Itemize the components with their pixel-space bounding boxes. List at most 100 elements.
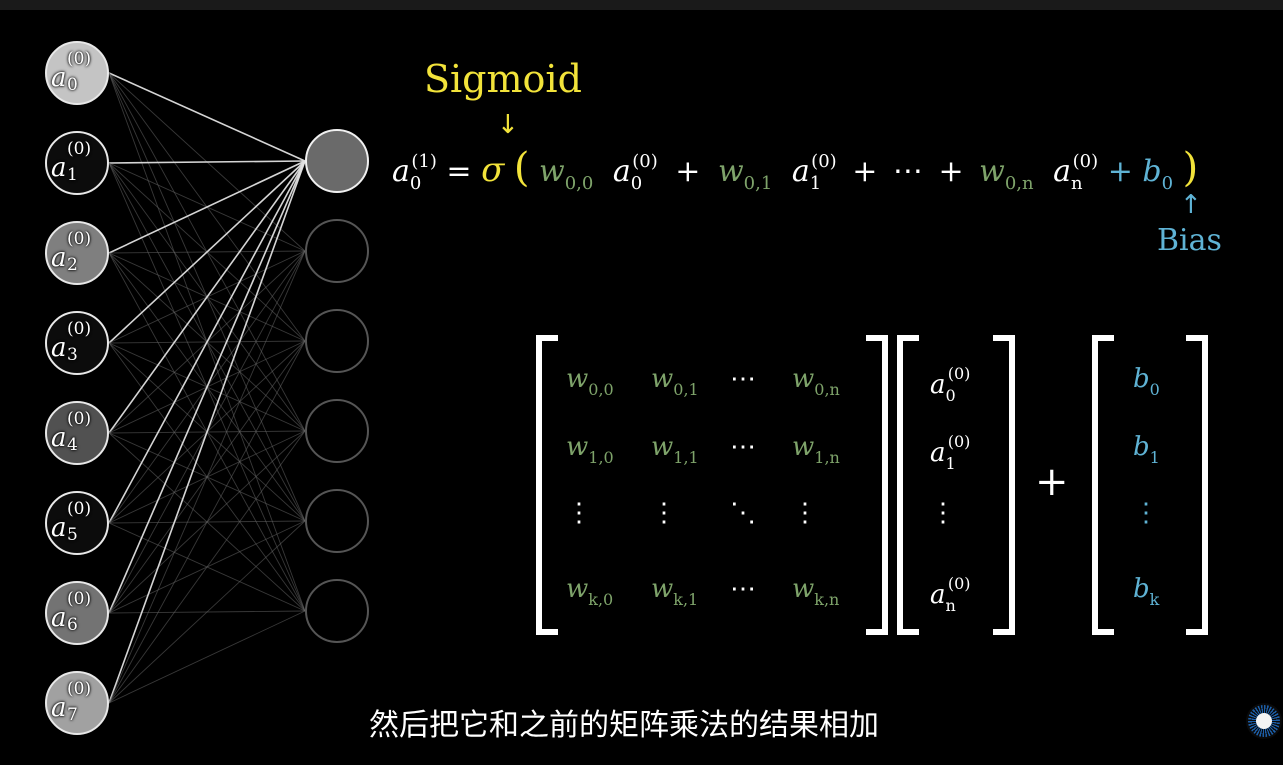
label-subscript: 2 xyxy=(67,255,78,275)
weight-cell: ⋯ xyxy=(730,434,756,460)
label-subscript: 4 xyxy=(67,435,78,455)
weight-cell-text: ⋮ xyxy=(566,498,592,528)
top-bar xyxy=(0,0,1283,10)
activation-cell: an(0) xyxy=(930,576,971,614)
hidden-neuron xyxy=(305,579,369,643)
matrix-plus: + xyxy=(1035,459,1069,505)
weight-cell-text: ⋱ xyxy=(730,498,756,528)
weight-cell-text: w0,n xyxy=(792,364,840,399)
weight-matrix-right-bracket xyxy=(866,335,888,635)
bias-cell-text: b1 xyxy=(1133,432,1160,467)
loading-spinner-icon xyxy=(1246,703,1282,739)
activation-cell-text: a1(0) xyxy=(930,432,971,473)
label-subscript: 0 xyxy=(67,75,78,95)
label-subscript: 3 xyxy=(67,345,78,365)
input-neuron xyxy=(45,131,109,195)
input-neuron-label: a(0)3 xyxy=(51,321,91,364)
formula-a1-sub: 1 xyxy=(809,173,822,194)
bias-label: Bias xyxy=(1157,223,1222,258)
formula-a0: a xyxy=(612,154,631,189)
sigmoid-label: Sigmoid xyxy=(424,57,582,101)
formula-a1-sup: (0) xyxy=(811,151,837,172)
weight-cell: w0,1 xyxy=(651,366,699,398)
formula-lhs: a xyxy=(392,154,410,189)
weight-cell: w1,n xyxy=(792,434,840,466)
input-neuron-label: a(0)0 xyxy=(51,51,91,94)
bias-vector-left-bracket xyxy=(1092,335,1114,635)
bias-vector-right-bracket xyxy=(1186,335,1208,635)
label-superscript: (0) xyxy=(67,409,92,429)
label-subscript: 5 xyxy=(67,525,78,545)
formula-w0n-sub: 0,n xyxy=(1004,173,1034,194)
label-base: a xyxy=(51,423,67,453)
input-neuron-label: a(0)2 xyxy=(51,231,91,274)
formula-lhs-sub: 0 xyxy=(409,173,422,194)
weight-cell: ⋮ xyxy=(792,500,818,526)
formula-w00-sub: 0,0 xyxy=(564,173,594,194)
connection-line xyxy=(108,520,306,704)
label-superscript: (0) xyxy=(67,49,92,69)
input-neuron xyxy=(45,581,109,645)
label-base: a xyxy=(51,693,67,723)
formula-sigma: σ xyxy=(481,150,505,190)
input-neuron-label: a(0) 4 xyxy=(51,411,91,454)
formula-dots: ⋯ xyxy=(892,154,923,189)
connection-line xyxy=(108,610,306,704)
bias-arrow-icon: ↑ xyxy=(1180,190,1202,220)
label-superscript: (0) xyxy=(67,679,92,699)
input-neuron xyxy=(45,491,109,555)
weight-cell: wk,n xyxy=(792,576,839,608)
bias-cell: b1 xyxy=(1133,434,1160,466)
activation-cell-text: a0(0) xyxy=(930,364,971,405)
formula-w00: w xyxy=(539,154,565,189)
weight-cell-text: ⋮ xyxy=(651,498,677,528)
hidden-neuron xyxy=(305,309,369,373)
weight-cell: ⋯ xyxy=(730,576,756,602)
weight-matrix-left-bracket xyxy=(536,335,558,635)
hidden-neuron xyxy=(305,219,369,283)
weight-cell: ⋮ xyxy=(566,500,592,526)
formula-w01-sub: 0,1 xyxy=(743,173,773,194)
bias-cell-text: bk xyxy=(1133,574,1160,609)
formula-an: a xyxy=(1053,154,1072,189)
hidden-neuron xyxy=(305,489,369,553)
weight-cell: ⋱ xyxy=(730,500,756,526)
connection-line xyxy=(108,160,306,614)
weight-cell-text: w0,0 xyxy=(566,364,614,399)
connection-line xyxy=(108,160,306,344)
formula-an-sup: (0) xyxy=(1072,151,1099,172)
weight-cell-text: wk,0 xyxy=(566,574,614,609)
weight-cell: w1,0 xyxy=(566,434,614,466)
input-neuron-label: a(0) 7 xyxy=(51,681,91,724)
formula-bias: b xyxy=(1142,154,1162,189)
weight-cell-text: w0,1 xyxy=(651,364,699,399)
weight-cell: w0,0 xyxy=(566,366,614,398)
weight-cell: w0,n xyxy=(792,366,840,398)
sigmoid-arrow-icon: ↓ xyxy=(497,110,519,140)
hidden-neuron-active xyxy=(305,129,369,193)
formula-an-sub: n xyxy=(1071,173,1083,194)
activation-cell-text: ⋮ xyxy=(930,498,956,528)
formula-plus-3: + xyxy=(938,154,964,189)
label-subscript: 7 xyxy=(67,705,78,725)
formula-w0n: w xyxy=(979,154,1005,189)
weight-cell-text: w1,n xyxy=(792,432,840,467)
label-superscript: (0) xyxy=(67,589,92,609)
weight-cell: wk,1 xyxy=(651,576,698,608)
hidden-neuron xyxy=(305,399,369,463)
formula-plus-1: + xyxy=(675,154,701,189)
subtitle-caption: 然后把它和之前的矩阵乘法的结果相加 xyxy=(330,700,918,752)
formula-plus-2: + xyxy=(852,154,878,189)
input-neuron xyxy=(45,671,109,735)
bias-cell-text: b0 xyxy=(1133,364,1160,399)
weight-cell-text: ⋯ xyxy=(730,432,756,462)
connection-line xyxy=(108,160,306,704)
connection-line xyxy=(108,160,306,434)
weight-cell-text: wk,1 xyxy=(651,574,699,609)
formula-a1: a xyxy=(791,154,810,189)
bias-cell: ⋮ xyxy=(1133,500,1159,526)
activation-cell-text: an(0) xyxy=(930,574,971,615)
input-neuron-label: a(0)5 xyxy=(51,501,91,544)
connection-line xyxy=(108,160,306,524)
